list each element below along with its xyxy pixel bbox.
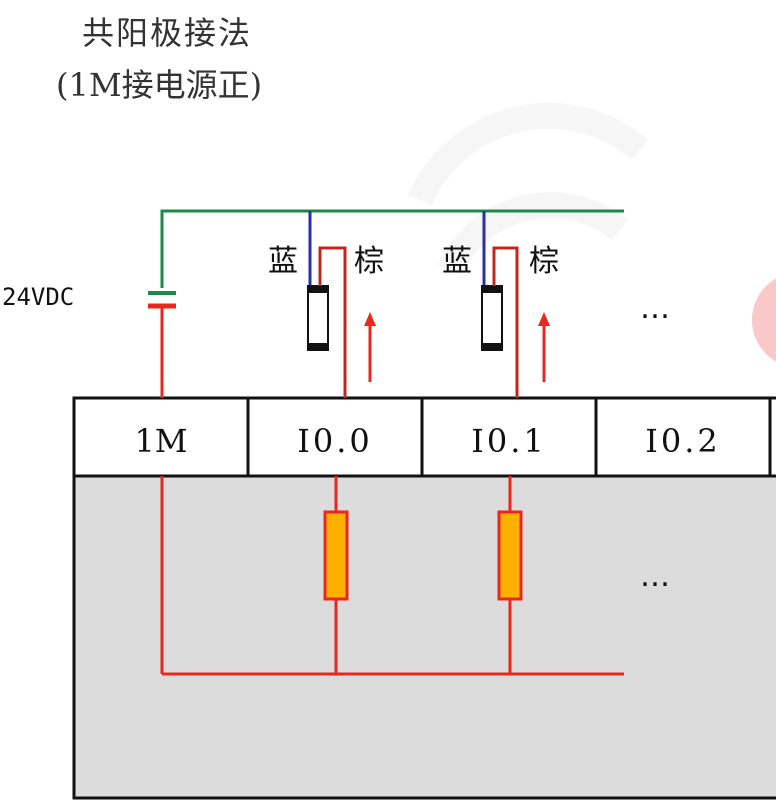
sensor-cap-bottom [308, 343, 328, 350]
ellipsis-bottom: … [640, 559, 670, 594]
sensor-i0-1: 蓝 棕 [442, 211, 559, 398]
terminal-partial [768, 396, 776, 478]
brown-wire [318, 246, 347, 398]
blue-label: 蓝 [268, 244, 298, 279]
module-body [72, 474, 776, 800]
current-arrow-head [538, 312, 550, 326]
page-title: 共阳极接法 [82, 14, 253, 52]
sensor-cap-top [308, 286, 328, 293]
terminal-strip: 1M I0.0 I0.1 I0.2 [72, 396, 776, 478]
terminal-i0-0 [246, 396, 424, 478]
resistor-i0-0 [323, 510, 349, 601]
blue-label: 蓝 [442, 244, 472, 279]
page-subtitle: (1M接电源正) [56, 66, 263, 104]
terminal-label-1m: 1M [134, 422, 187, 460]
internal-circuit [160, 476, 624, 676]
ellipsis-top: … [640, 291, 670, 326]
terminal-label-i0-2: I0.2 [645, 422, 721, 460]
common-wire [160, 209, 624, 288]
power-supply-label: 24VDC [2, 283, 75, 311]
sensor-i0-0: 蓝 棕 [268, 211, 384, 398]
edge-decoration [752, 278, 776, 362]
brown-wire [492, 246, 519, 398]
terminal-i0-2 [594, 396, 772, 478]
brown-label: 棕 [354, 244, 384, 279]
resistor-i0-1 [497, 510, 523, 601]
terminal-label-i0-1: I0.1 [471, 422, 547, 460]
watermark [408, 102, 649, 276]
brown-label: 棕 [529, 244, 559, 279]
sensor-body [481, 285, 503, 351]
terminal-label-i0-0: I0.0 [297, 422, 373, 460]
current-arrow-head [364, 312, 376, 326]
sensor-cap-top [482, 286, 502, 293]
battery-symbol [148, 291, 176, 398]
terminal-1m [72, 396, 250, 478]
sensor-cap-bottom [482, 343, 502, 350]
sensor-body [307, 285, 329, 351]
